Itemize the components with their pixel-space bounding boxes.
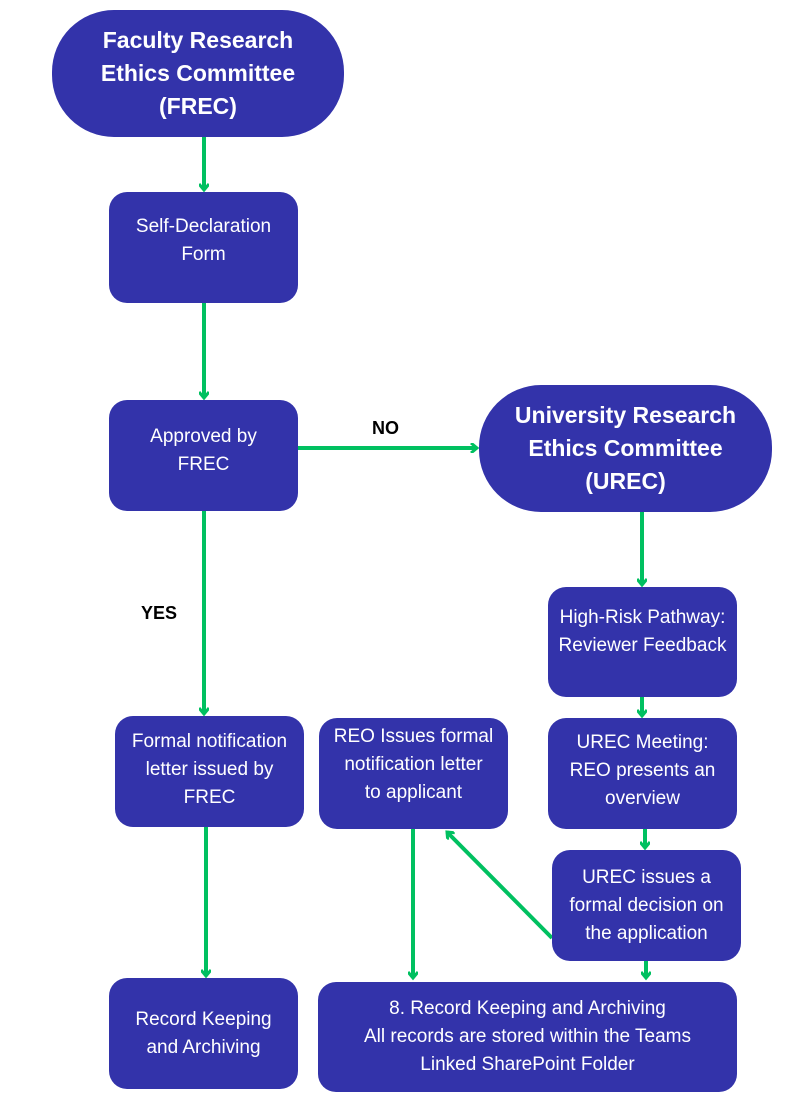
edge-label-yes: YES [141,603,178,623]
approved-node: Approved by FREC [109,400,298,511]
self-declaration-node: Self-Declaration Form [109,192,298,303]
edge-label-no: NO [372,418,399,438]
self-declaration-node-text: Self-Declaration Form [135,215,272,265]
record-right-node: 8. Record Keeping and Archiving All reco… [318,982,737,1092]
frec-node: Faculty Research Ethics Committee (FREC) [52,10,344,137]
high-risk-node-text: High-Risk Pathway: Reviewer Feedback [558,607,727,656]
urec-node: University Research Ethics Committee (UR… [479,385,772,512]
reo-letter-node-text: REO Issues formal notification letter to… [333,725,494,803]
approved-node-text: Approved by FREC [150,425,257,475]
reo-letter-node: REO Issues formal notification letter to… [319,718,508,829]
frec-letter-node: Formal notification letter issued by FRE… [115,716,304,827]
urec-meeting-node: UREC Meeting: REO presents an overview [548,718,737,829]
arrow-decision-to-reo-letter [447,832,554,940]
record-left-node: Record Keeping and Archiving [109,978,298,1089]
record-left-node-text: Record Keeping and Archiving [135,1008,272,1058]
urec-node-text: University Research Ethics Committee (UR… [514,402,737,494]
frec-letter-node-text: Formal notification letter issued by FRE… [131,730,288,808]
frec-node-text: Faculty Research Ethics Committee (FREC) [100,27,296,119]
record-right-node-text: 8. Record Keeping and Archiving All reco… [363,998,692,1075]
urec-decision-node-text: UREC issues a formal decision on the app… [569,866,724,944]
urec-meeting-node-text: UREC Meeting: REO presents an overview [569,731,716,809]
high-risk-node: High-Risk Pathway: Reviewer Feedback [548,587,737,697]
urec-decision-node: UREC issues a formal decision on the app… [552,850,741,961]
